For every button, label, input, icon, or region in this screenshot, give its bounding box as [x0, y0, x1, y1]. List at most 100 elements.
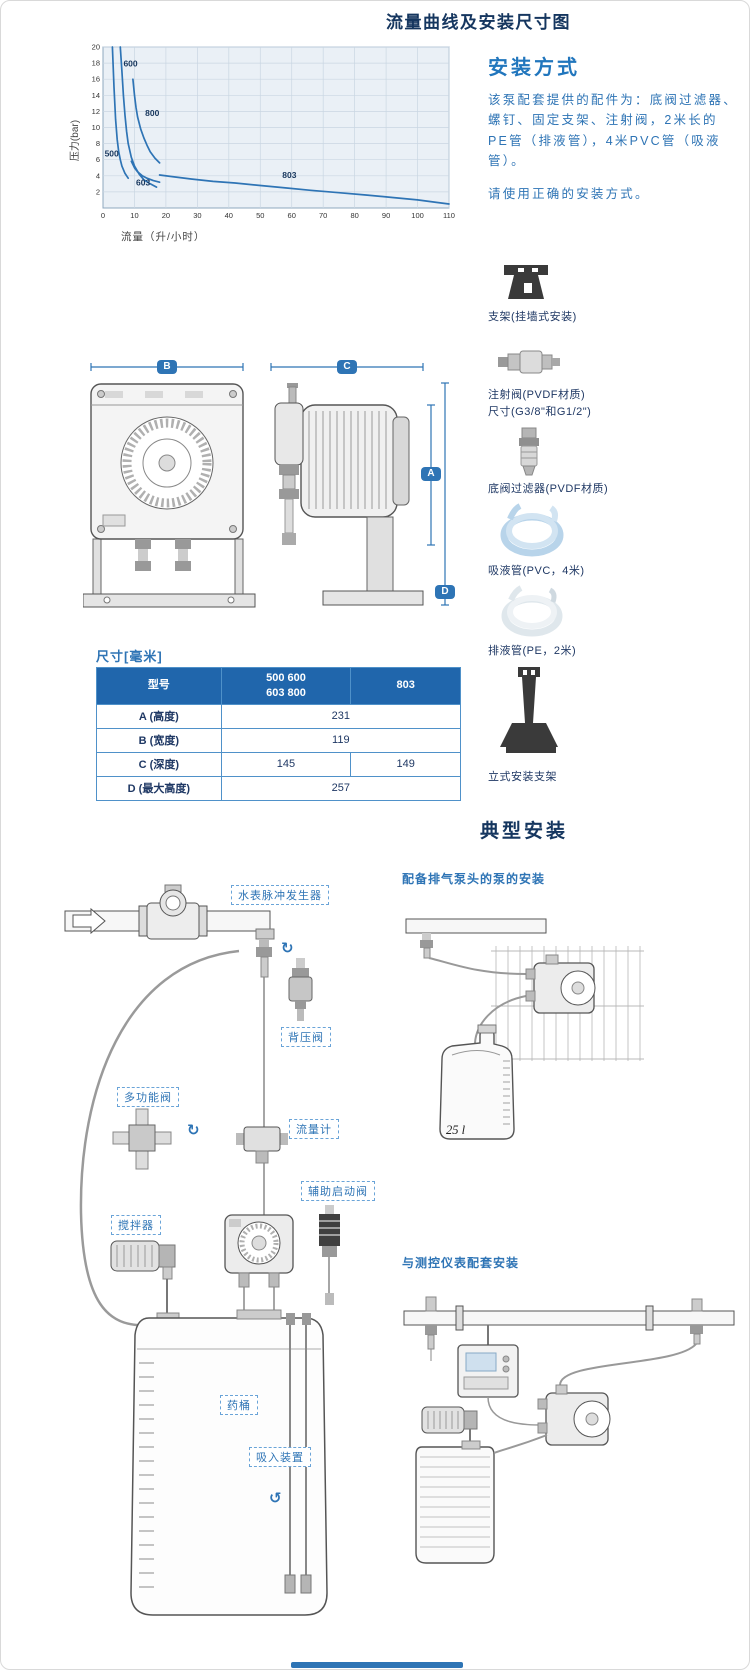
wall-pipe [405, 918, 547, 934]
multifunction-valve [112, 1108, 172, 1170]
instrument-install-drawing [403, 1296, 735, 1564]
table-row: A (高度) 231 [96, 703, 462, 729]
svg-text:603: 603 [136, 177, 150, 187]
dimension-badge-a: A [421, 467, 441, 481]
row-value: 145 [220, 751, 352, 777]
svg-text:803: 803 [282, 170, 296, 180]
row-label: A (高度) [96, 703, 222, 729]
accessory-item: 排液管(PE，2米) [488, 583, 738, 660]
label-mixer: 搅拌器 [111, 1215, 161, 1235]
accessory-item: 立式安装支架 [488, 663, 738, 786]
accessory-caption: 支架(挂墙式安装) [488, 311, 577, 323]
foot-valve-filter-icon [519, 427, 539, 476]
svg-text:0: 0 [101, 211, 105, 220]
probe-sensor [425, 1296, 437, 1361]
svg-text:12: 12 [92, 107, 100, 116]
wall-bracket-icon [504, 265, 548, 299]
label-water-meter-pulse-generator: 水表脉冲发生器 [231, 885, 329, 905]
dimension-badge-b: B [157, 360, 177, 374]
svg-text:4: 4 [96, 171, 100, 180]
label-flow-meter: 流量计 [289, 1119, 339, 1139]
accessory-caption: 吸液管(PVC，4米) [488, 565, 585, 577]
svg-text:2: 2 [96, 187, 100, 196]
accessory-item: 底阀过滤器(PVDF材质) [488, 425, 738, 498]
row-label: B (宽度) [96, 727, 222, 753]
jerrycan [439, 1024, 515, 1140]
accessory-item: 注射阀(PVDF材质) 尺寸(G3/8"和G1/2") [488, 339, 738, 420]
install-method-section: 安装方式 该泵配套提供的配件为：底阀过滤器、螺钉、固定支架、注射阀，2米长的PE… [488, 51, 738, 217]
controller [457, 1344, 519, 1398]
rotate-arrow-icon: ↻ [281, 940, 294, 957]
label-suction-device: 吸入装置 [249, 1447, 311, 1467]
svg-text:110: 110 [443, 211, 455, 220]
table-header-model: 型号 [96, 667, 222, 705]
dimension-badge-c: C [337, 360, 357, 374]
label-aux-start-valve: 辅助启动阀 [301, 1181, 375, 1201]
discharge-tube-icon [501, 585, 563, 637]
rotate-arrow-icon: ↺ [269, 1490, 282, 1507]
svg-text:50: 50 [256, 211, 264, 220]
svg-text:600: 600 [123, 58, 137, 68]
svg-text:500: 500 [105, 148, 119, 158]
page-title: 流量曲线及安装尺寸图 [386, 13, 571, 32]
table-header-group1: 500 600 603 800 [220, 667, 352, 705]
degassing-pump-title: 配备排气泵头的泵的安装 [402, 872, 546, 886]
chart-x-axis-label: 流量（升/小时） [121, 231, 206, 243]
mixer-small [421, 1406, 478, 1470]
process-pipe [403, 1310, 735, 1326]
accessory-caption: 排液管(PE，2米) [488, 645, 577, 657]
svg-text:800: 800 [145, 108, 159, 118]
aux-start-valve [319, 1205, 340, 1305]
back-pressure-valve [288, 958, 313, 1021]
svg-text:20: 20 [162, 211, 170, 220]
row-value: 257 [220, 775, 462, 801]
svg-text:14: 14 [92, 91, 100, 100]
row-label: C (深度) [96, 751, 222, 777]
typical-install-drawing [64, 884, 340, 1616]
label-multifunction-valve: 多功能阀 [117, 1087, 179, 1107]
table-row: B (宽度) 119 [96, 727, 462, 753]
degassing-pump-diagram: 配备排气泵头的泵的安装 [396, 867, 726, 1157]
svg-text:10: 10 [92, 123, 100, 132]
label-back-pressure-valve: 背压阀 [281, 1027, 331, 1047]
table-row: D (最大高度) 257 [96, 775, 462, 801]
dimensions-table: 型号 500 600 603 800 803 A (高度) 231 B (宽度)… [96, 667, 462, 801]
svg-text:8: 8 [96, 139, 100, 148]
dimensions-label: 尺寸[毫米] [96, 649, 163, 664]
injection-fitting [690, 1298, 703, 1345]
accessory-item: 支架(挂墙式安装) [488, 259, 738, 326]
typical-install-diagram: ↻ ↻ ↺ 水表脉冲发生器 背压阀 多功能阀 流量计 辅助启动阀 搅拌器 药桶 … [53, 863, 393, 1635]
svg-text:10: 10 [130, 211, 138, 220]
water-meter [146, 884, 200, 940]
svg-text:70: 70 [319, 211, 327, 220]
metering-pump [537, 1384, 611, 1446]
dimension-badge-d: D [435, 585, 455, 599]
rotate-arrow-icon: ↻ [187, 1122, 200, 1139]
row-value: 119 [220, 727, 462, 753]
typical-install-title: 典型安装 [480, 821, 569, 842]
dosing-pump [224, 1214, 294, 1288]
degassing-pump [525, 954, 596, 1014]
svg-text:6: 6 [96, 155, 100, 164]
svg-text:20: 20 [92, 43, 100, 52]
install-method-note: 请使用正确的安装方式。 [488, 187, 650, 201]
row-value: 231 [220, 703, 462, 729]
pipe-injection-valve [420, 933, 433, 959]
accessory-caption: 注射阀(PVDF材质) 尺寸(G3/8"和G1/2") [488, 389, 592, 418]
chart-y-axis-label: 压力(bar) [70, 119, 82, 162]
svg-text:100: 100 [411, 211, 424, 220]
tank-small [415, 1440, 495, 1564]
accessory-item: 吸液管(PVC，4米) [488, 501, 738, 580]
svg-text:30: 30 [193, 211, 201, 220]
table-row: C (深度) 145 149 [96, 751, 461, 777]
floor-stand-icon [500, 667, 558, 753]
row-label: D (最大高度) [96, 775, 222, 801]
svg-text:80: 80 [350, 211, 358, 220]
install-method-title: 安装方式 [488, 57, 580, 79]
can-volume-label: 25 l [446, 1123, 466, 1137]
dimension-drawings: B C A D [82, 359, 455, 627]
injection-valve [255, 928, 275, 978]
suction-tube-icon [500, 503, 564, 557]
